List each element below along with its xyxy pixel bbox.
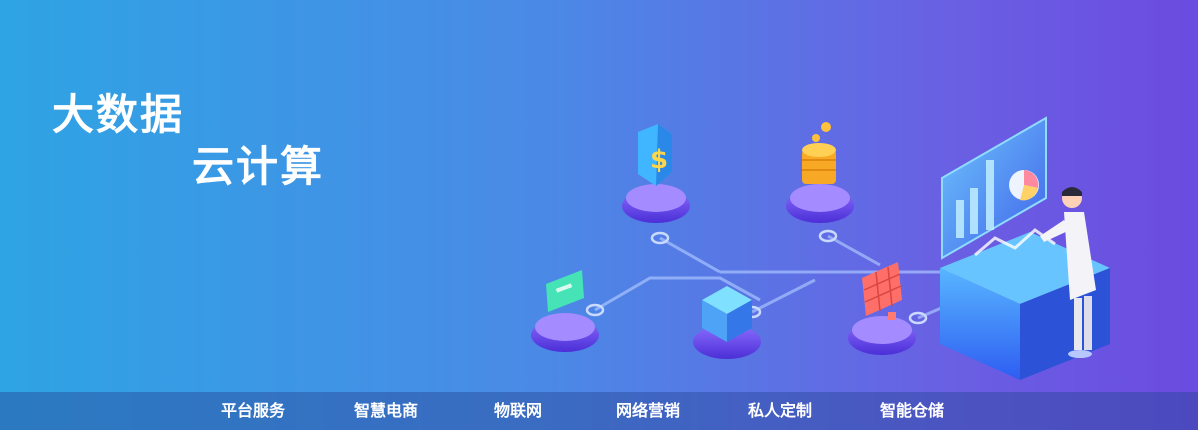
bottom-nav: 平台服务 智慧电商 物联网 网络营销 私人定制 智能仓储: [0, 392, 1198, 430]
nav-item-smart-warehousing[interactable]: 智能仓储: [880, 401, 945, 420]
shield-icon: $: [622, 124, 690, 223]
dashboard-illustration: [940, 116, 1110, 380]
nav-item-platform-services[interactable]: 平台服务: [221, 401, 286, 420]
network-lines: [594, 234, 961, 320]
svg-text:$: $: [650, 145, 668, 175]
card-icon: [531, 270, 599, 352]
bricks-icon: [848, 262, 916, 355]
nav-item-private-customization[interactable]: 私人定制: [748, 401, 813, 420]
isometric-illustration: $: [531, 116, 1110, 380]
banner-title-line2: 云计算: [192, 142, 325, 191]
cube-icon: [693, 286, 761, 359]
coins-icon: [786, 122, 854, 223]
nav-item-iot[interactable]: 物联网: [494, 401, 543, 420]
banner-title-line1: 大数据: [52, 90, 185, 139]
nav-item-smart-ecommerce[interactable]: 智慧电商: [354, 401, 419, 420]
nav-item-network-marketing[interactable]: 网络营销: [616, 401, 681, 420]
